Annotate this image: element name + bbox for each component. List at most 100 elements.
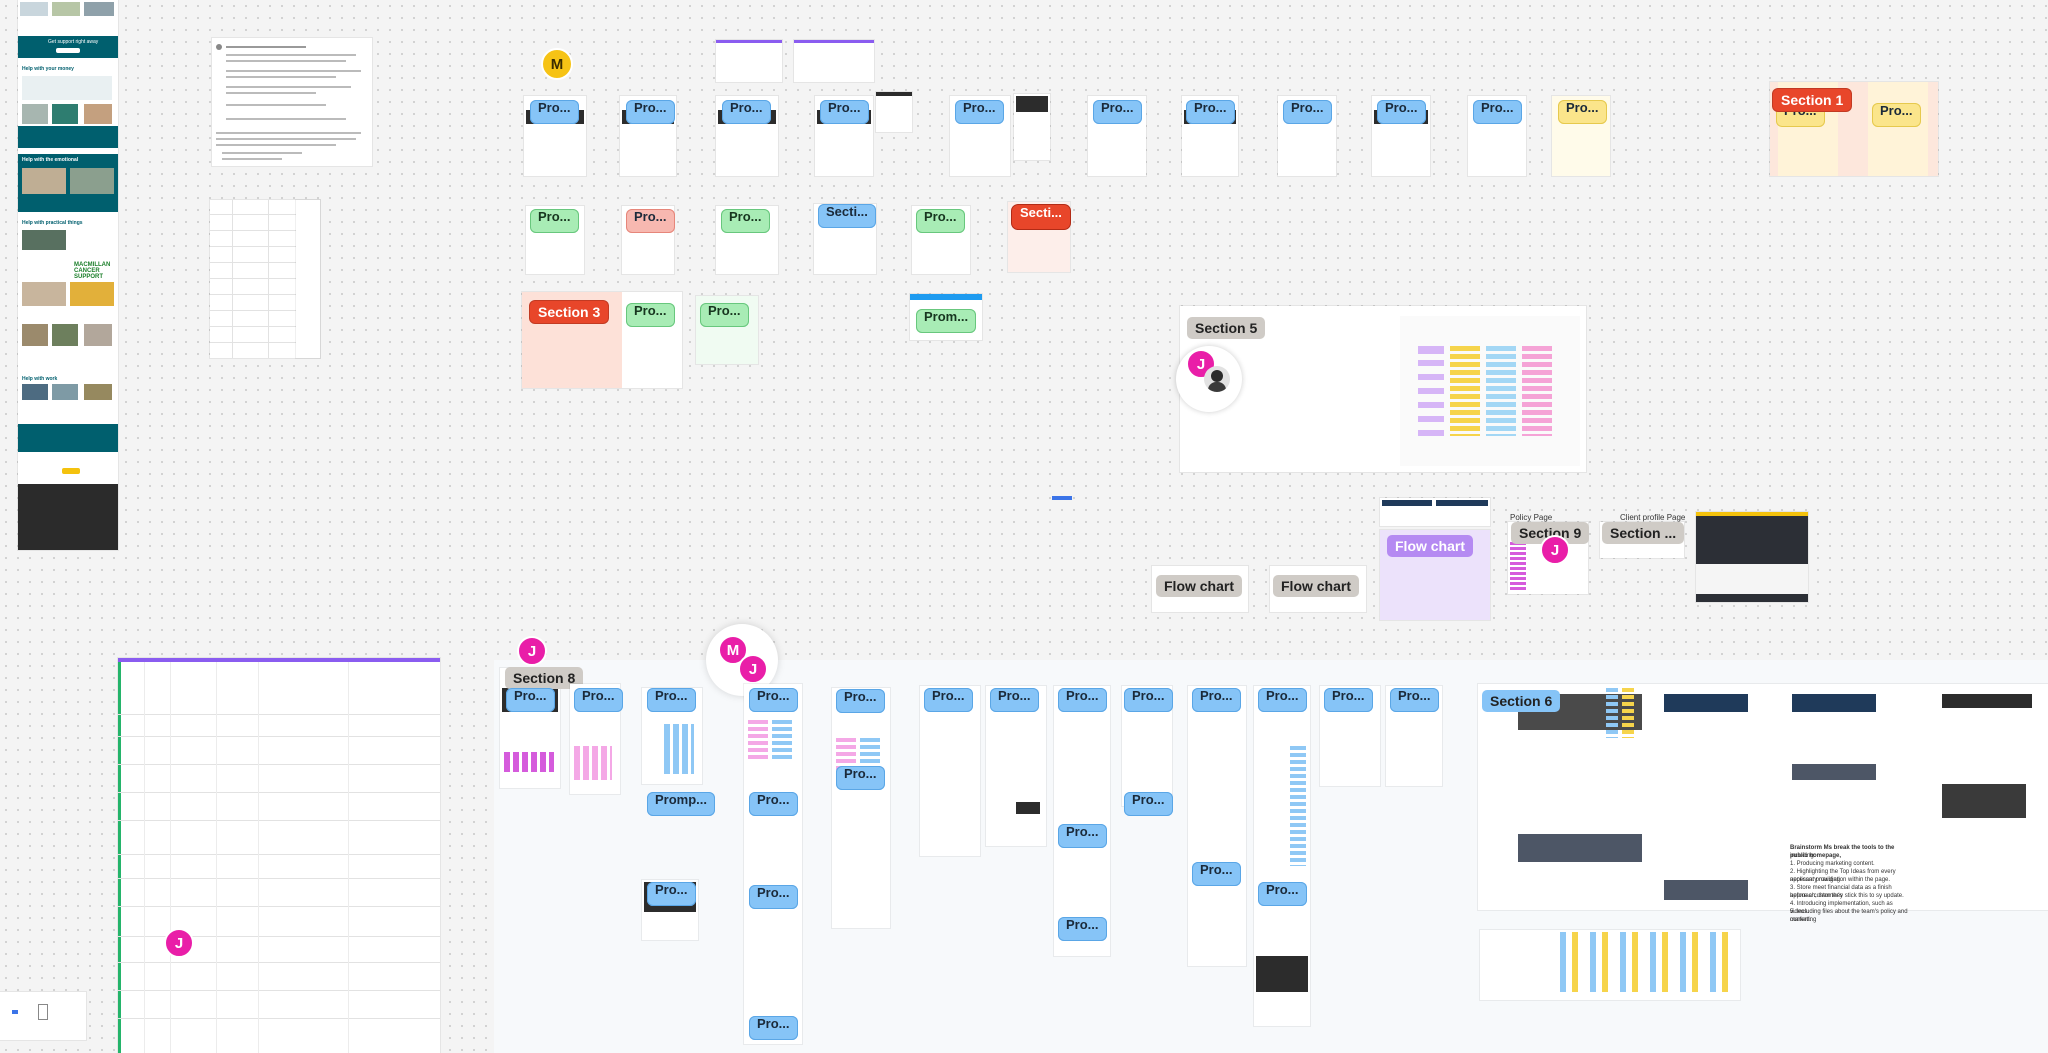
section-5-label[interactable]: Section 5 — [1187, 317, 1266, 339]
user-avatar-j-section5[interactable]: J — [1186, 349, 1216, 379]
flow-chart-purple-label[interactable]: Flow chart — [1387, 535, 1474, 557]
pill-pro-b-4d[interactable]: Pro... — [749, 1016, 798, 1040]
note-line-8: 4. Introducing implementation, such as v… — [1790, 901, 1893, 915]
heading-practical: Help with practical things — [22, 220, 83, 226]
selection-marker — [1052, 496, 1072, 500]
frame-top-5b[interactable] — [1014, 94, 1050, 160]
section-1-label[interactable]: Section 1 — [1773, 89, 1852, 111]
pill-pro-b-11a[interactable]: Pro... — [1258, 688, 1307, 712]
pill-pro-b-3b[interactable]: Pro... — [647, 882, 696, 906]
flow-chart-label-1[interactable]: Flow chart — [1156, 575, 1243, 597]
note-line-1: Brainstorm Ms break the tools to the pub… — [1790, 845, 1895, 859]
pill-pro-b-8a[interactable]: Pro... — [1058, 688, 1107, 712]
user-avatar-j-cluster[interactable]: J — [738, 654, 768, 684]
pill-pro-b-2[interactable]: Pro... — [574, 688, 623, 712]
frame-b-6[interactable] — [920, 686, 980, 856]
pill-pro-row3-2[interactable]: Pro... — [700, 303, 749, 327]
pill-pro-top-6[interactable]: Pro... — [1093, 100, 1142, 124]
purple-table-2[interactable] — [794, 40, 874, 82]
pill-pro-b-4c[interactable]: Pro... — [749, 885, 798, 909]
user-photo-icon — [1204, 366, 1230, 392]
frame-b-4[interactable] — [744, 684, 802, 1044]
purple-table-1[interactable] — [716, 40, 782, 82]
pill-pro-b-9b[interactable]: Pro... — [1124, 792, 1173, 816]
section-6-label[interactable]: Section 6 — [1482, 690, 1561, 712]
pill-secti-red[interactable]: Secti... — [1012, 205, 1070, 229]
pill-pro-b-5b[interactable]: Pro... — [836, 766, 885, 790]
user-avatar-j-spreadsheet[interactable]: J — [164, 928, 194, 958]
section-3-label[interactable]: Section 3 — [530, 301, 609, 323]
pill-promp[interactable]: Promp... — [647, 792, 716, 816]
bottom-sticky-board[interactable] — [1480, 930, 1740, 1000]
pill-pro-b-4a[interactable]: Pro... — [749, 688, 798, 712]
section-dots-label[interactable]: Section ... — [1602, 522, 1685, 544]
pill-pro-b-8b[interactable]: Pro... — [1058, 824, 1107, 848]
frame-top-4b[interactable] — [876, 92, 912, 132]
pill-pro-top-11[interactable]: Pro... — [1558, 100, 1607, 124]
pill-pro-top-1[interactable]: Pro... — [530, 100, 579, 124]
section-1-frame[interactable] — [1770, 82, 1938, 176]
pill-pro-top-4[interactable]: Pro... — [820, 100, 869, 124]
pill-pro-top-10[interactable]: Pro... — [1473, 100, 1522, 124]
flow-chart-label-2[interactable]: Flow chart — [1273, 575, 1360, 597]
heading-money: Help with your money — [22, 66, 74, 72]
client-profile-title: Client profile Page — [1620, 513, 1686, 522]
frame-b-8[interactable] — [1054, 686, 1110, 956]
note-line-6: 3. Store meet financial data as a finish… — [1790, 885, 1892, 899]
mini-diagram[interactable] — [0, 992, 86, 1040]
pill-pro-top-2[interactable]: Pro... — [626, 100, 675, 124]
pill-secti-row2[interactable]: Secti... — [818, 204, 876, 228]
frame-b-11[interactable] — [1254, 686, 1310, 1026]
pill-pro-top-8[interactable]: Pro... — [1283, 100, 1332, 124]
note-line-3: 1. Producing marketing content. — [1790, 861, 1875, 867]
heading-work: Help with work — [22, 376, 58, 382]
section-6-frame[interactable] — [1478, 684, 2048, 910]
pill-pro-top-9[interactable]: Pro... — [1377, 100, 1426, 124]
pill-pro-b-7[interactable]: Pro... — [990, 688, 1039, 712]
user-avatar-j-section9[interactable]: J — [1540, 535, 1570, 565]
note-line-10: content. — [1790, 917, 1812, 923]
pill-pro-top-7[interactable]: Pro... — [1186, 100, 1235, 124]
pill-pro-b-8c[interactable]: Pro... — [1058, 917, 1107, 941]
pill-pro-row2-3[interactable]: Pro... — [721, 209, 770, 233]
note-line-9: 5. Including files about the team's poli… — [1790, 909, 1908, 923]
pill-pro-row3-1[interactable]: Pro... — [626, 303, 675, 327]
pill-pro-top-5[interactable]: Pro... — [955, 100, 1004, 124]
pill-pro-b-1[interactable]: Pro... — [506, 688, 555, 712]
note-line-5: necessary navigation within the page. — [1790, 877, 1891, 883]
section-9-label[interactable]: Section 9 — [1511, 522, 1590, 544]
pill-pro-row2-1[interactable]: Pro... — [530, 209, 579, 233]
pill-pro-b-6[interactable]: Pro... — [924, 688, 973, 712]
dark-site-screenshot[interactable] — [1696, 512, 1808, 602]
pill-pro-b-10b[interactable]: Pro... — [1192, 862, 1241, 886]
user-avatar-m-top[interactable]: M — [541, 48, 573, 80]
pill-pro-b-5a[interactable]: Pro... — [836, 689, 885, 713]
spreadsheet[interactable] — [118, 658, 440, 1053]
frame-b-10[interactable] — [1188, 686, 1246, 966]
frame-b-7[interactable] — [986, 686, 1046, 846]
pill-pro-b-3[interactable]: Pro... — [647, 688, 696, 712]
frame-b-5[interactable] — [832, 688, 890, 928]
pill-pro-b-4b[interactable]: Pro... — [749, 792, 798, 816]
table-document-right[interactable] — [296, 200, 320, 358]
pill-pro-row2-5[interactable]: Pro... — [916, 209, 965, 233]
flow-chart-screens[interactable] — [1380, 498, 1490, 526]
website-mockup-column[interactable]: Get support right away Help with your mo… — [18, 0, 118, 550]
pill-pro-b-12[interactable]: Pro... — [1324, 688, 1373, 712]
notes-document[interactable] — [212, 38, 372, 166]
user-avatar-j-section8[interactable]: J — [517, 636, 547, 666]
pill-pro-b-13[interactable]: Pro... — [1390, 688, 1439, 712]
pill-pro-row2-2[interactable]: Pro... — [626, 209, 675, 233]
cta-text: Get support right away — [48, 39, 99, 45]
pill-pro-b-10a[interactable]: Pro... — [1192, 688, 1241, 712]
cta-banner: Get support right away — [18, 36, 118, 58]
pill-pro-b-9a[interactable]: Pro... — [1124, 688, 1173, 712]
section-5-frame[interactable] — [1180, 306, 1586, 472]
pill-pro-b-11b[interactable]: Pro... — [1258, 882, 1307, 906]
pill-prom[interactable]: Prom... — [916, 309, 977, 333]
section-8-label[interactable]: Section 8 — [505, 667, 584, 689]
heading-emotional: Help with the emotional — [22, 157, 79, 163]
pill-pro-section1-b[interactable]: Pro... — [1872, 103, 1921, 127]
note-line-2: including: — [1790, 853, 1816, 859]
pill-pro-top-3[interactable]: Pro... — [722, 100, 771, 124]
